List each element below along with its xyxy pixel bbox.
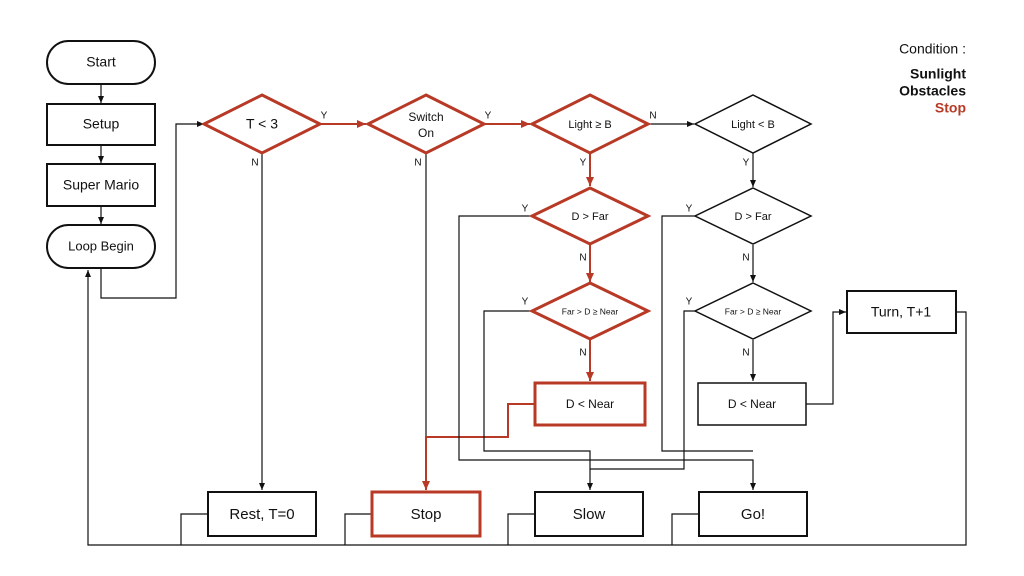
no-label: N: [579, 348, 586, 359]
slow-label: Slow: [573, 506, 606, 523]
edge-dfar-go-yes: [458, 215, 756, 490]
light-lt-b-label: Light < B: [731, 119, 775, 131]
far-d-near-left-decision: Far > D ≥ Near: [528, 281, 652, 341]
nodes: Start Setup Super Mario Loop Begin T < 3…: [46, 40, 957, 538]
edge-labels: Y Y N N N Y Y Y Y N N Y Y N N: [251, 111, 749, 359]
d-gt-far-right-label: D > Far: [735, 211, 772, 223]
switch-on-label-line2: On: [418, 126, 434, 140]
d-lt-near-left-label: D < Near: [566, 397, 614, 411]
yes-label: Y: [686, 204, 693, 215]
d-lt-near-right-label: D < Near: [728, 397, 776, 411]
slow-node: Slow: [534, 491, 644, 537]
edge-fardnear-slow-yes: [483, 310, 593, 490]
edge-go-return: [671, 513, 699, 545]
edge-dfar2-go-yes: [661, 215, 753, 452]
legend-item-sunlight: Sunlight: [910, 66, 966, 82]
edge-stop-return: [344, 513, 372, 545]
yes-label: Y: [580, 158, 587, 169]
no-label: N: [251, 158, 258, 169]
start-node: Start: [46, 40, 156, 85]
no-label: N: [649, 111, 656, 122]
switch-on-label-line1: Switch: [408, 110, 443, 124]
yes-label: Y: [522, 297, 529, 308]
light-ge-b-decision: Light ≥ B: [528, 93, 652, 155]
yes-label: Y: [485, 111, 492, 122]
far-d-near-left-label: Far > D ≥ Near: [562, 306, 619, 316]
d-gt-far-left-decision: D > Far: [528, 186, 652, 246]
rest-node: Rest, T=0: [207, 491, 317, 537]
connectors: [85, 84, 967, 546]
t-lt-3-label: T < 3: [246, 116, 278, 132]
go-node: Go!: [698, 491, 808, 537]
yes-label: Y: [522, 204, 529, 215]
super-mario-node: Super Mario: [46, 163, 156, 207]
light-lt-b-decision: Light < B: [693, 94, 813, 154]
turn-node: Turn, T+1: [846, 290, 957, 334]
legend-item-stop: Stop: [935, 100, 966, 116]
super-mario-label: Super Mario: [63, 177, 139, 193]
no-label: N: [579, 253, 586, 264]
edge-dnear2-turn: [806, 309, 846, 405]
no-label: N: [414, 158, 421, 169]
yes-label: Y: [321, 111, 328, 122]
edge-fardnear2-slow-yes: [590, 310, 696, 470]
legend-item-obstacles: Obstacles: [899, 83, 966, 99]
go-label: Go!: [741, 506, 765, 523]
stop-node: Stop: [370, 490, 482, 538]
turn-label: Turn, T+1: [871, 304, 932, 320]
d-lt-near-right-node: D < Near: [697, 382, 807, 426]
d-gt-far-right-decision: D > Far: [693, 187, 813, 245]
stop-label: Stop: [411, 506, 442, 523]
loop-begin-node: Loop Begin: [46, 224, 156, 269]
legend: Condition : Sunlight Obstacles Stop: [899, 41, 966, 116]
no-label: N: [742, 348, 749, 359]
start-label: Start: [86, 54, 116, 70]
switch-on-decision: Switch On: [364, 93, 488, 155]
edge-rest-return: [180, 513, 208, 545]
light-ge-b-label: Light ≥ B: [568, 119, 611, 131]
loop-begin-label: Loop Begin: [68, 238, 134, 253]
edge-slow-return: [507, 513, 535, 545]
yes-label: Y: [743, 158, 750, 169]
edge-return-loop: [85, 270, 967, 546]
far-d-near-right-decision: Far > D ≥ Near: [693, 282, 813, 340]
t-lt-3-decision: T < 3: [200, 93, 324, 155]
no-label: N: [742, 253, 749, 264]
yes-label: Y: [686, 297, 693, 308]
rest-label: Rest, T=0: [229, 506, 294, 523]
legend-title: Condition :: [899, 41, 966, 57]
setup-node: Setup: [46, 103, 156, 146]
setup-label: Setup: [83, 116, 120, 132]
far-d-near-right-label: Far > D ≥ Near: [725, 306, 782, 316]
edge-dnear-stop: [422, 403, 535, 490]
d-lt-near-left-node: D < Near: [533, 381, 647, 427]
edge-loop-t3: [100, 121, 204, 299]
d-gt-far-left-label: D > Far: [572, 211, 609, 223]
